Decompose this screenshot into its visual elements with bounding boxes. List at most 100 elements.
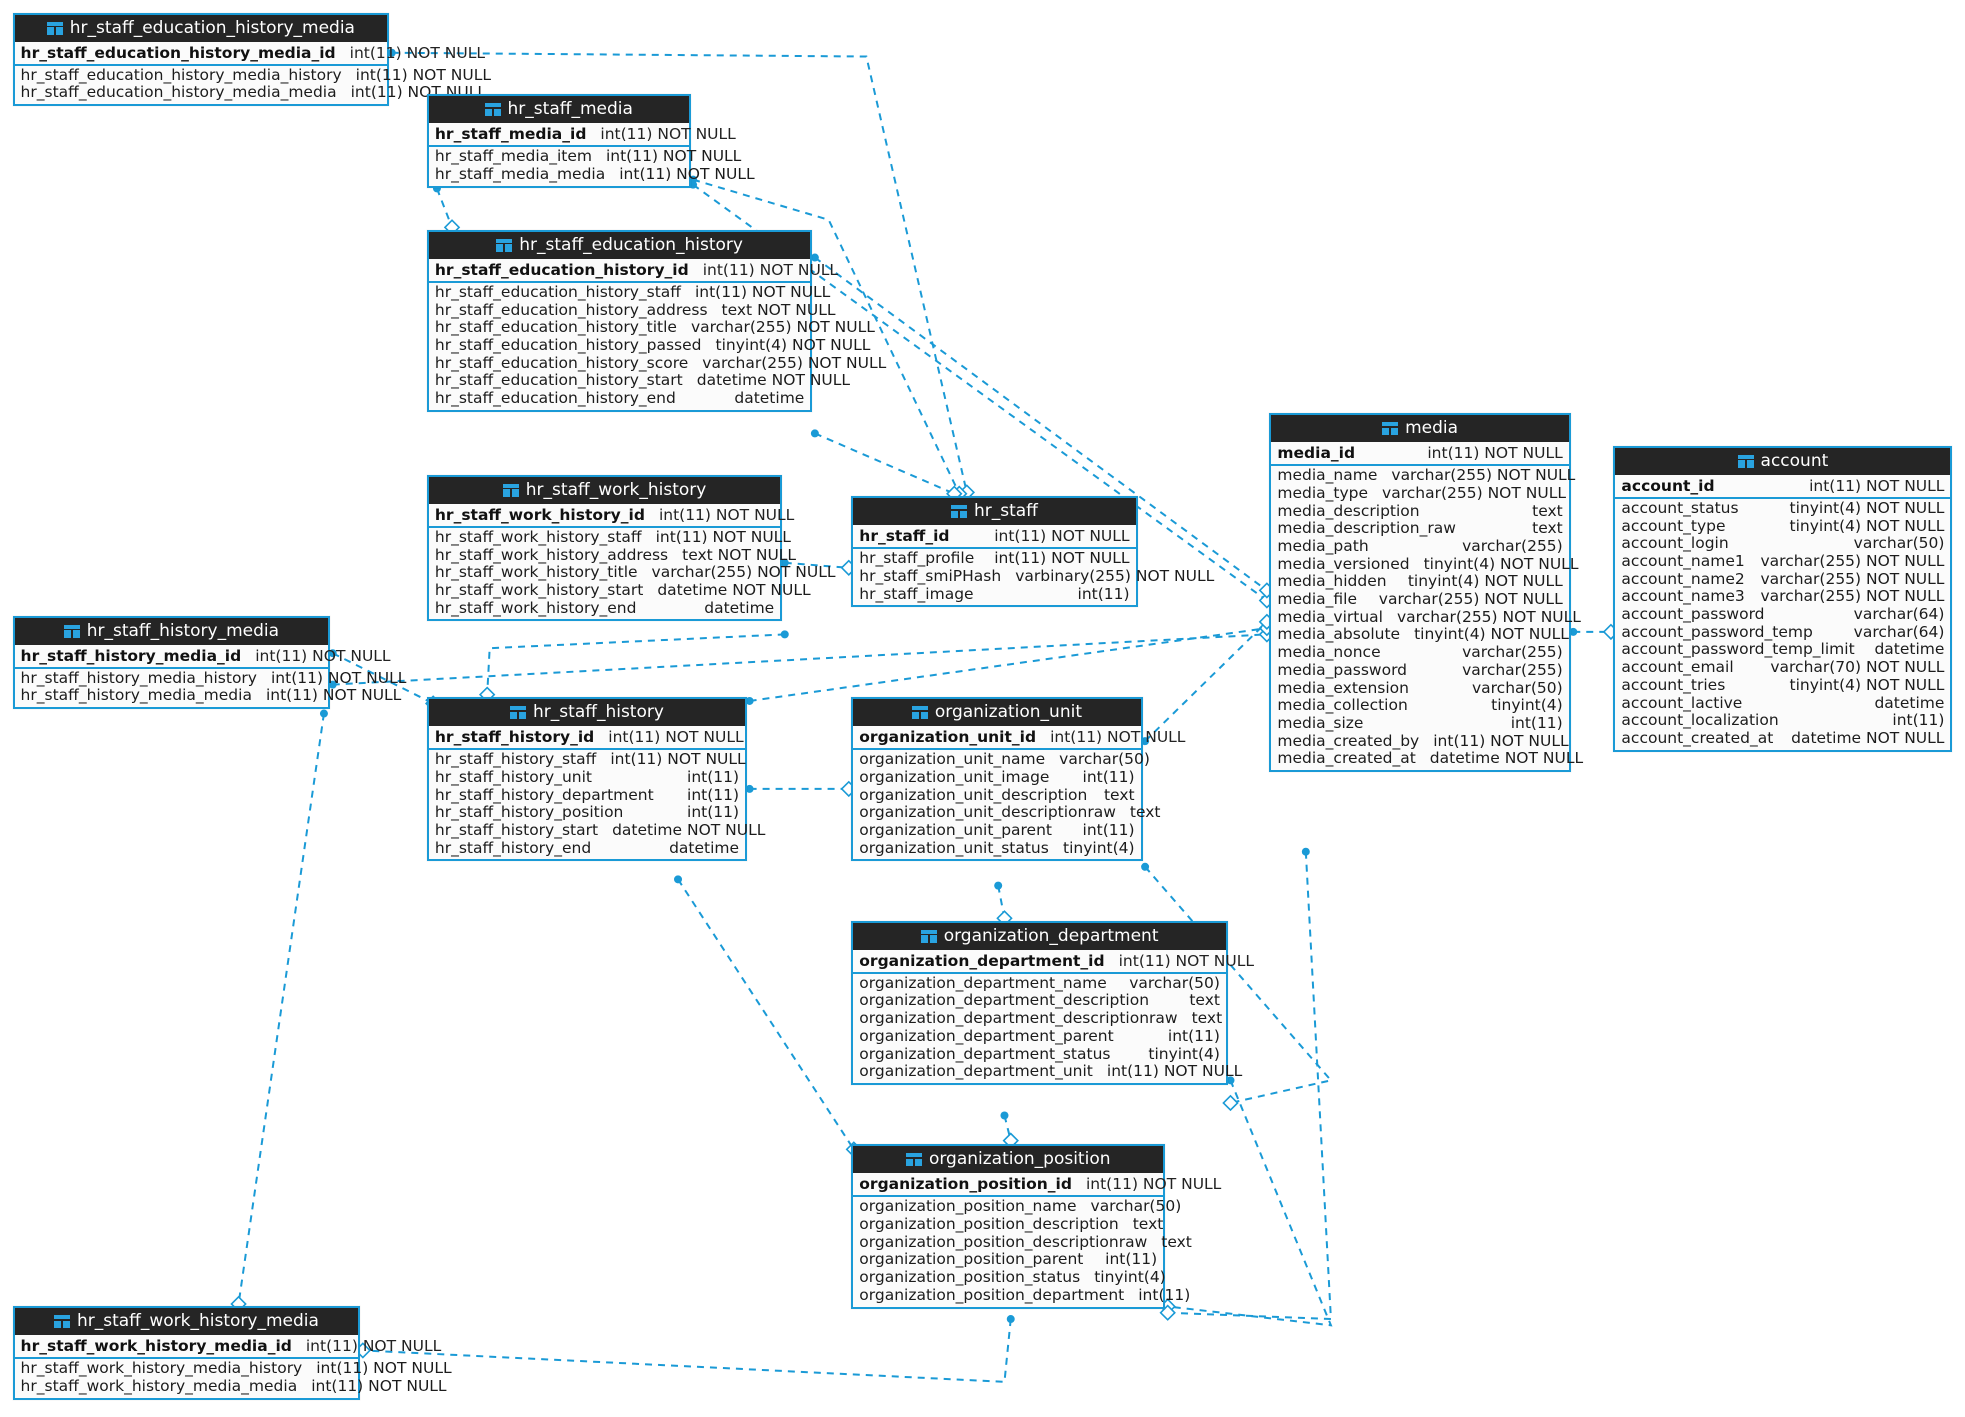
entity-header[interactable]: hr_staff_education_history — [428, 231, 811, 259]
entity-header[interactable]: media — [1271, 415, 1569, 443]
entity-header[interactable]: account — [1615, 447, 1951, 475]
entity-header[interactable]: hr_staff_history — [428, 699, 746, 727]
entity-header[interactable]: organization_department — [853, 922, 1226, 950]
entity-header[interactable]: hr_staff_history_media — [14, 617, 329, 645]
entity-header[interactable]: organization_unit — [853, 699, 1141, 727]
entity-header[interactable]: hr_staff — [853, 498, 1136, 526]
entity-header[interactable]: organization_position — [853, 1146, 1164, 1174]
entity-table[interactable]: hr_staff_history_media hr_staff_history_m… — [12, 615, 407, 709]
entity-header[interactable]: hr_staff_media — [428, 96, 689, 124]
field-row[interactable]: hr_staff_education_history_media_history… — [15, 66, 491, 85]
